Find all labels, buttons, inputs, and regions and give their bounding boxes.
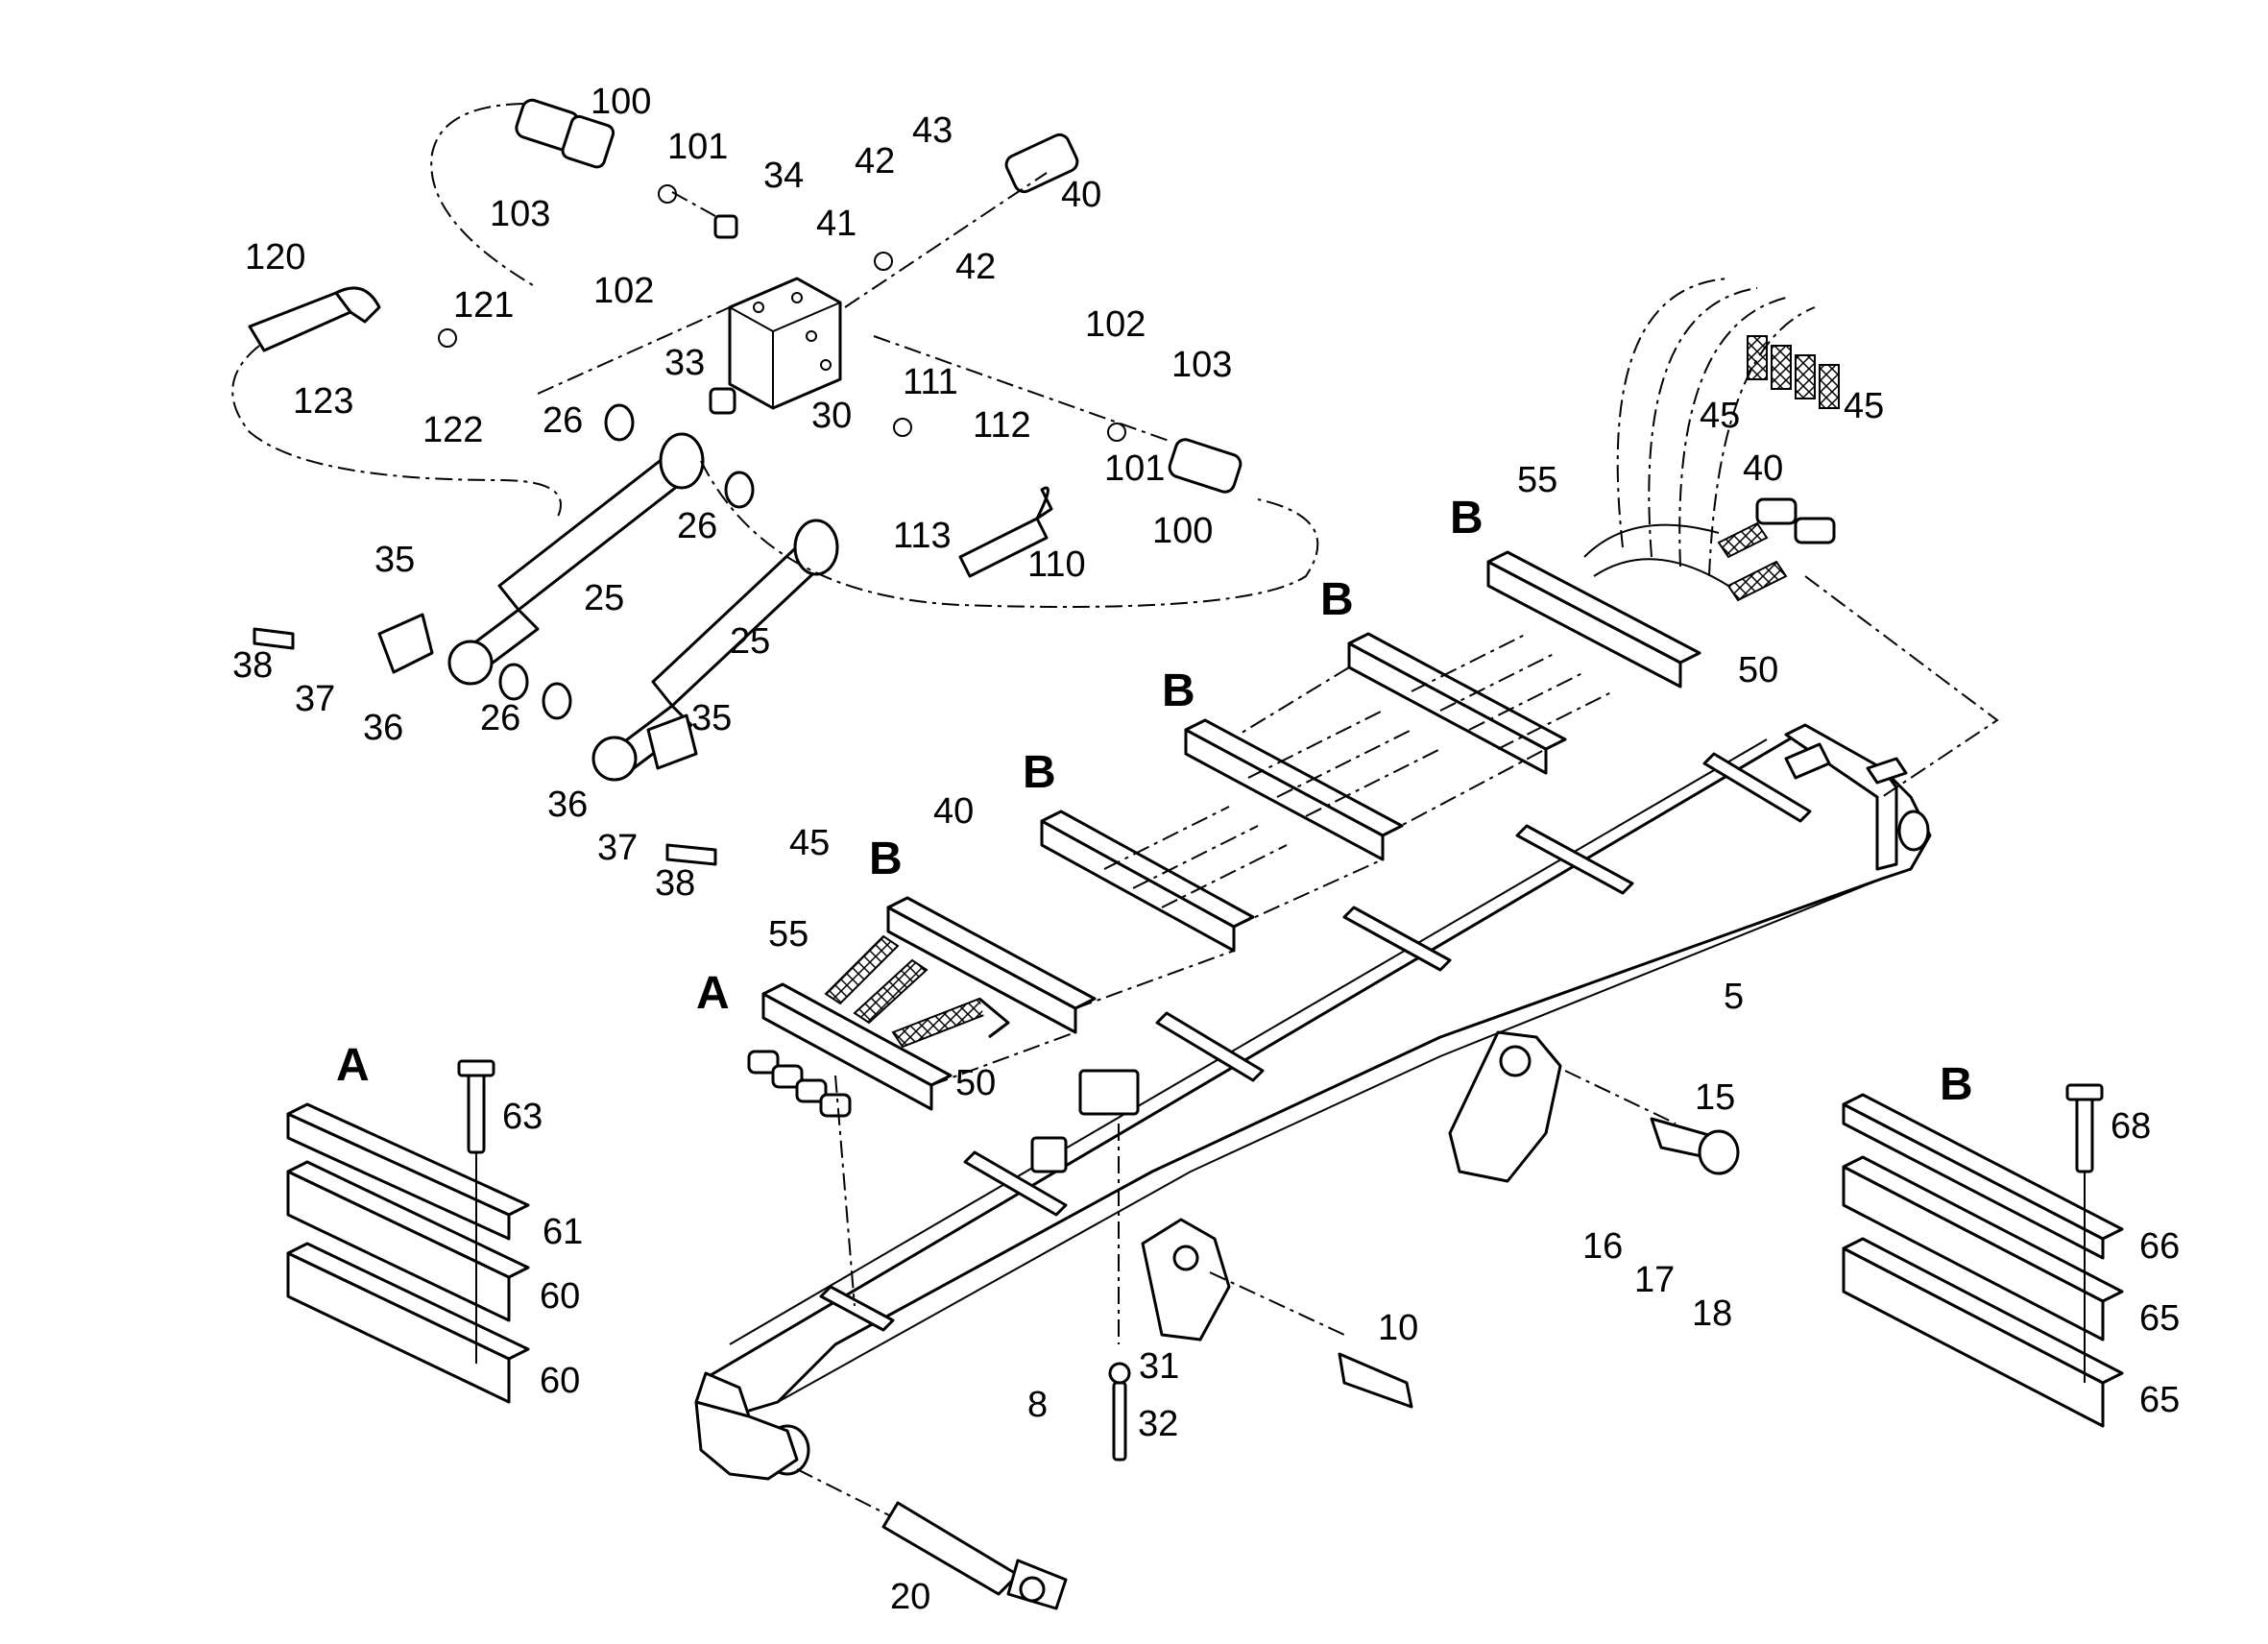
callout-55: 55 bbox=[768, 914, 808, 955]
hose-routing-lines bbox=[231, 103, 1999, 1518]
callout-17: 17 bbox=[1634, 1260, 1675, 1300]
callout-26: 26 bbox=[677, 506, 717, 546]
section-label-b: B bbox=[1450, 493, 1484, 544]
callout-26: 26 bbox=[543, 400, 583, 441]
callout-35: 35 bbox=[691, 698, 732, 738]
section-label-b: B bbox=[869, 834, 903, 884]
callout-122: 122 bbox=[422, 410, 483, 450]
callout-30: 30 bbox=[811, 396, 852, 436]
hose-fittings bbox=[248, 98, 1243, 720]
callout-34: 34 bbox=[763, 156, 804, 196]
callout-45: 45 bbox=[1700, 396, 1740, 436]
callout-20: 20 bbox=[890, 1577, 930, 1617]
callout-37: 37 bbox=[295, 679, 335, 719]
hose-bundle bbox=[824, 278, 1816, 1049]
callout-42: 42 bbox=[955, 247, 996, 287]
quick-couplings bbox=[747, 335, 1840, 1118]
section-label-b: B bbox=[1023, 747, 1056, 798]
section-label-b: B bbox=[1940, 1059, 1973, 1110]
callout-labels: 100 101 34 42 43 40 103 41 42 102 120 121 33 111 102 10… bbox=[232, 82, 2180, 1617]
callout-101: 101 bbox=[667, 127, 728, 167]
cylinder-right bbox=[591, 519, 839, 782]
callout-63: 63 bbox=[502, 1097, 543, 1137]
callout-41: 41 bbox=[816, 204, 857, 244]
callout-50: 50 bbox=[955, 1063, 996, 1103]
callout-35: 35 bbox=[374, 540, 415, 580]
section-label-a: A bbox=[336, 1040, 370, 1091]
callout-32: 32 bbox=[1138, 1404, 1178, 1444]
section-label-b: B bbox=[1320, 574, 1354, 625]
callout-101: 101 bbox=[1104, 448, 1165, 489]
callout-100: 100 bbox=[591, 82, 651, 122]
valve-block bbox=[728, 277, 842, 410]
callout-38: 38 bbox=[655, 863, 695, 904]
callout-120: 120 bbox=[245, 237, 305, 278]
callout-113: 113 bbox=[893, 516, 952, 556]
clamp-block-rows bbox=[761, 550, 1701, 1111]
callout-40: 40 bbox=[933, 791, 974, 832]
callout-111: 111 bbox=[903, 362, 958, 402]
callout-103: 103 bbox=[1171, 345, 1232, 385]
callout-110: 110 bbox=[1027, 544, 1086, 585]
callout-25: 25 bbox=[584, 578, 624, 618]
callout-5: 5 bbox=[1724, 977, 1744, 1017]
callout-66: 66 bbox=[2139, 1226, 2180, 1267]
callout-61: 61 bbox=[543, 1212, 583, 1252]
callout-65: 65 bbox=[2139, 1380, 2180, 1420]
callout-31: 31 bbox=[1139, 1346, 1179, 1387]
callout-55: 55 bbox=[1517, 460, 1557, 500]
callout-123: 123 bbox=[293, 381, 353, 422]
callout-68: 68 bbox=[2111, 1106, 2151, 1147]
callout-45: 45 bbox=[1844, 386, 1884, 426]
callout-8: 8 bbox=[1027, 1385, 1048, 1425]
callout-40: 40 bbox=[1743, 448, 1783, 489]
detail-b bbox=[1842, 1083, 2124, 1428]
callout-60: 60 bbox=[540, 1276, 580, 1317]
callout-112: 112 bbox=[973, 405, 1031, 446]
callout-121: 121 bbox=[453, 285, 514, 326]
callout-43: 43 bbox=[912, 110, 953, 151]
callout-36: 36 bbox=[363, 708, 403, 748]
callout-102: 102 bbox=[1085, 304, 1146, 345]
loose-parts bbox=[253, 613, 1740, 1610]
callout-60: 60 bbox=[540, 1361, 580, 1401]
section-label-b: B bbox=[1162, 665, 1195, 716]
callout-33: 33 bbox=[664, 343, 705, 383]
callout-65: 65 bbox=[2139, 1298, 2180, 1339]
callout-16: 16 bbox=[1582, 1226, 1623, 1267]
callout-103: 103 bbox=[490, 194, 550, 234]
callout-37: 37 bbox=[597, 828, 638, 868]
callout-40: 40 bbox=[1061, 175, 1101, 215]
callout-10: 10 bbox=[1378, 1308, 1418, 1348]
callout-18: 18 bbox=[1692, 1293, 1732, 1334]
boom-assembly bbox=[694, 723, 1932, 1481]
callout-102: 102 bbox=[593, 271, 654, 311]
callout-38: 38 bbox=[232, 645, 273, 686]
detail-a bbox=[286, 1059, 530, 1404]
callout-15: 15 bbox=[1695, 1077, 1735, 1118]
callout-100: 100 bbox=[1152, 511, 1213, 551]
callout-25: 25 bbox=[730, 621, 770, 662]
callout-50: 50 bbox=[1738, 650, 1778, 690]
callout-26: 26 bbox=[480, 698, 520, 738]
callout-42: 42 bbox=[855, 141, 895, 181]
callout-36: 36 bbox=[547, 785, 588, 825]
callout-45: 45 bbox=[789, 823, 830, 863]
cylinder-left bbox=[447, 432, 705, 686]
section-label-a: A bbox=[696, 968, 730, 1019]
